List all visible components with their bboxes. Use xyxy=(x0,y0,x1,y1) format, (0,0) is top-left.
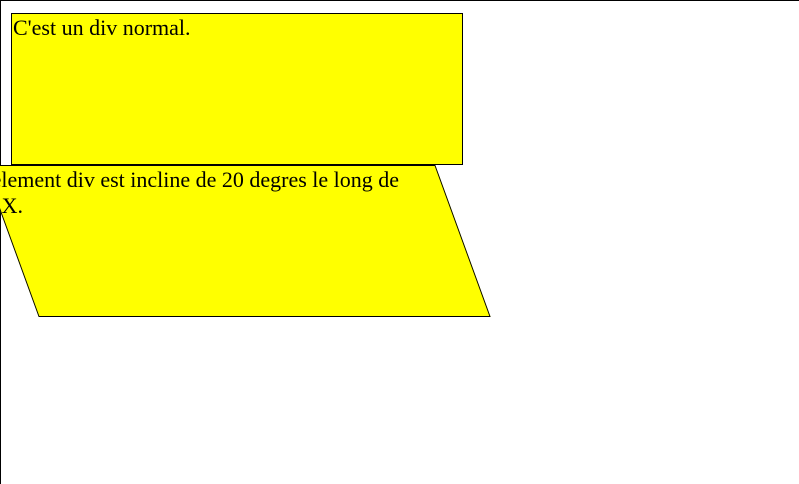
skewed-div: Cet element div est incline de 20 degres… xyxy=(0,165,491,317)
normal-div: C'est un div normal. xyxy=(11,13,463,165)
skewed-div-text: Cet element div est incline de 20 degres… xyxy=(0,167,400,218)
